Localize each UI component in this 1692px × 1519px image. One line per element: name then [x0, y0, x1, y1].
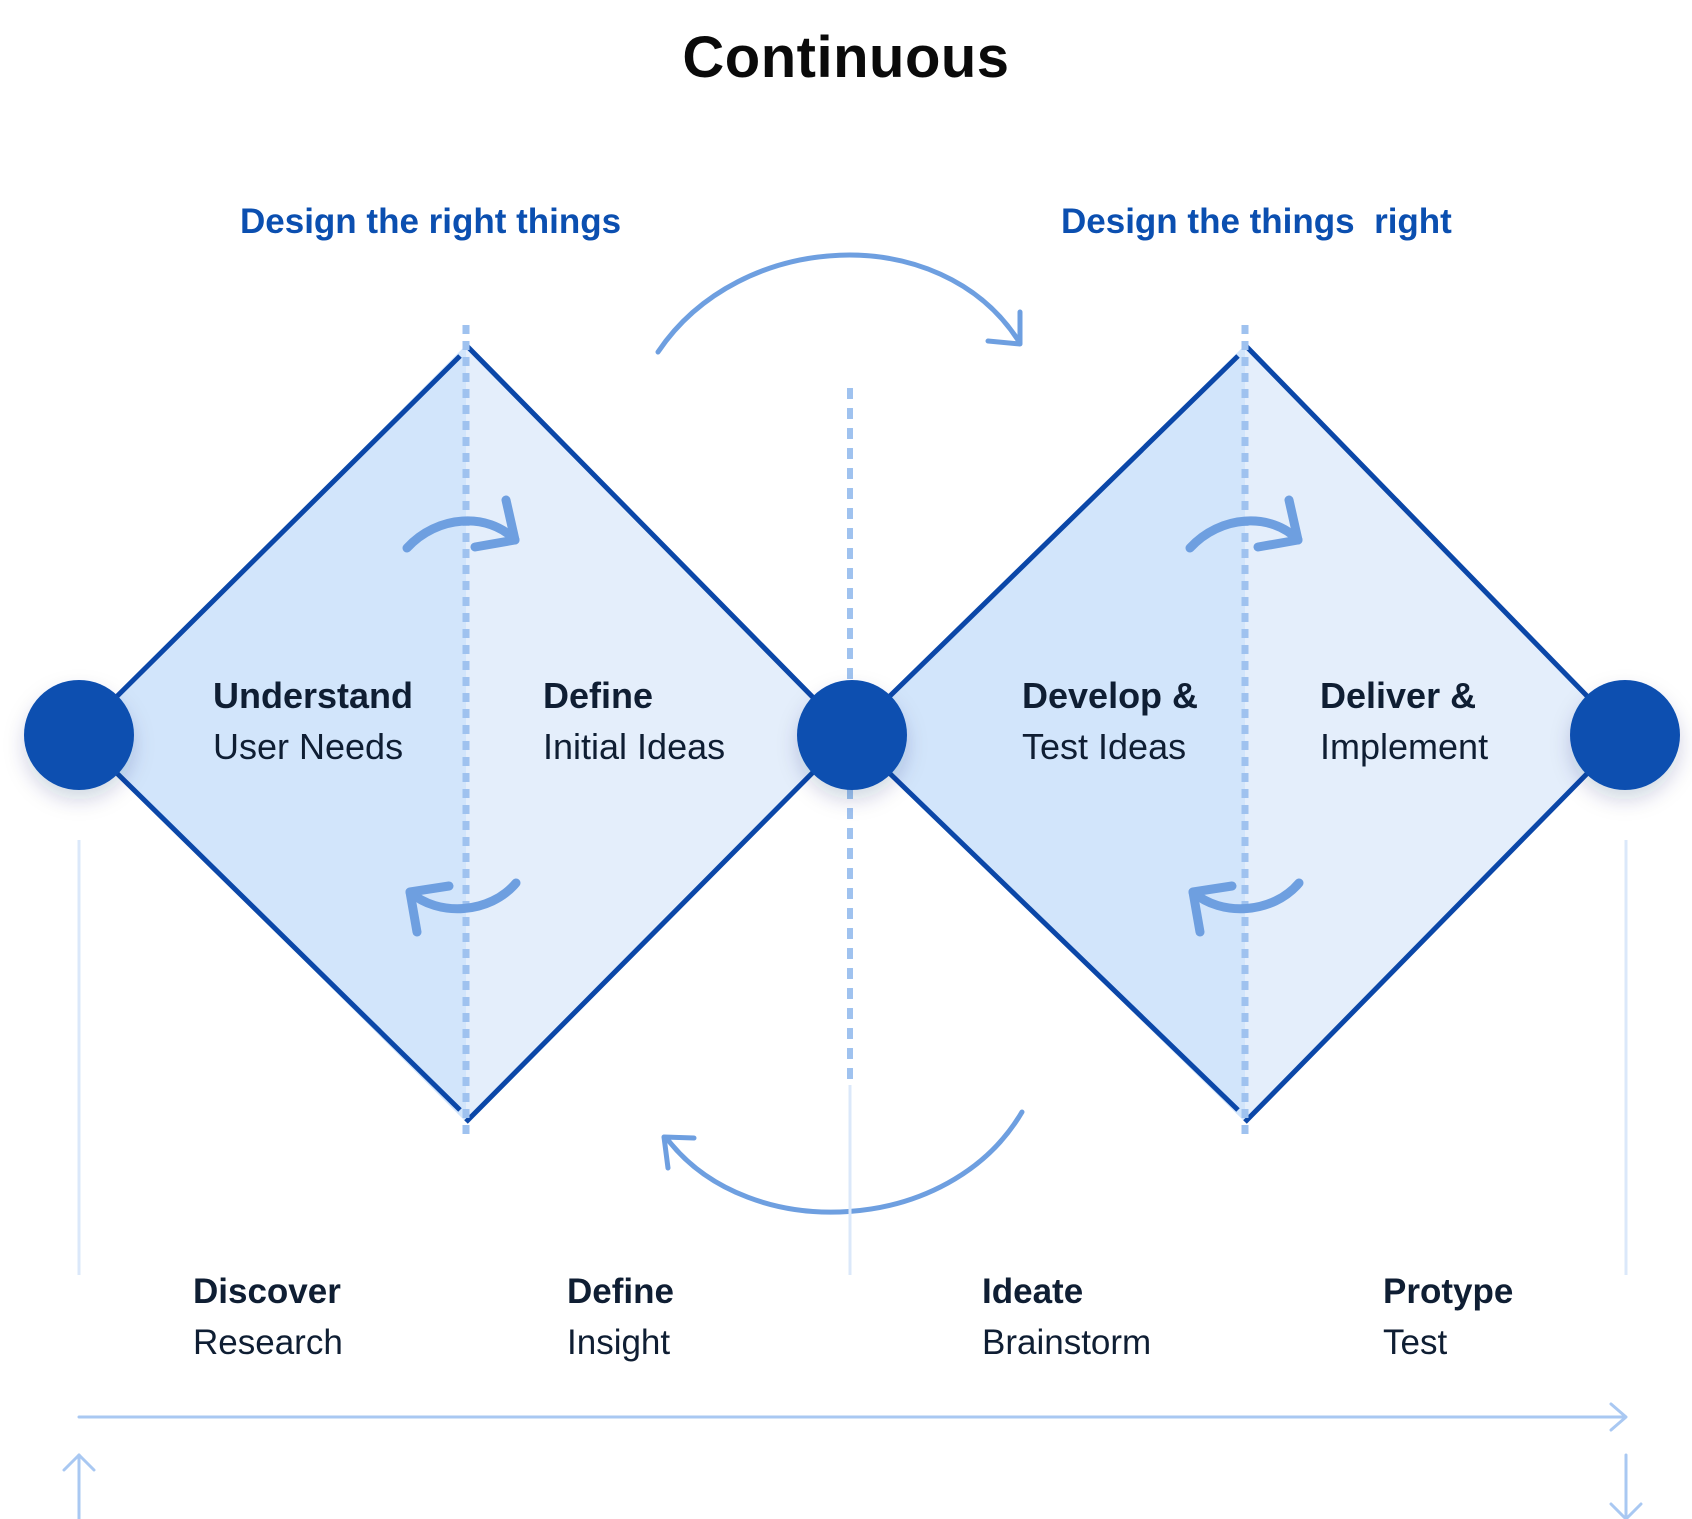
phase-understand-line1: Understand [213, 675, 414, 716]
bottom-loop-arrow-icon [665, 1109, 1025, 1215]
stage-discover-name: Discover [193, 1272, 341, 1311]
nodes [24, 680, 1680, 790]
vertical-guides [77, 840, 1628, 1275]
stage-ideate-name: Ideate [982, 1272, 1084, 1311]
phase-develop-line2: Test Ideas [1022, 726, 1187, 767]
right-bottom-cycle-arrow-icon [1188, 878, 1304, 914]
left-top-cycle-arrow-icon [402, 516, 520, 553]
stage-protype-activity: Test [1383, 1323, 1448, 1362]
stage-discover: Discover Research [193, 1266, 343, 1368]
phase-develop: Develop & Test Ideas [1022, 670, 1198, 772]
phase-understand: Understand User Needs [213, 670, 413, 772]
middle-node [797, 680, 907, 790]
left-bottom-cycle-arrow-icon [405, 878, 521, 914]
right-diamond-half-develop [850, 345, 1245, 1122]
phase-define-line2: Initial Ideas [543, 726, 726, 767]
top-loop-arrow-icon [655, 252, 1021, 355]
right-top-cycle-arrowhead-icon [1253, 495, 1303, 552]
up-arrow-icon [62, 1453, 96, 1472]
phase-define-line1: Define [543, 675, 654, 716]
stage-protype-name: Protype [1383, 1272, 1514, 1311]
phase-understand-line2: User Needs [213, 726, 404, 767]
left-bottom-cycle-arrowhead-icon [405, 881, 454, 937]
left-diamond-half-understand [78, 345, 466, 1122]
phase-deliver: Deliver & Implement [1320, 670, 1488, 772]
stage-discover-activity: Research [193, 1323, 343, 1362]
right-diamond-half-deliver [1245, 345, 1625, 1122]
stage-ideate-activity: Brainstorm [982, 1323, 1152, 1362]
timeline-arrowhead-icon [1609, 1402, 1628, 1432]
cycle-arrows [402, 495, 1304, 937]
phase-develop-line1: Develop & [1022, 675, 1199, 716]
stage-define: Define Insight [567, 1266, 674, 1368]
phase-deliver-line1: Deliver & [1320, 675, 1477, 716]
end-node [1570, 680, 1680, 790]
timeline [62, 1402, 1643, 1519]
right-top-cycle-arrow-icon [1185, 516, 1303, 553]
subtitle-right: Design the things right [1061, 202, 1452, 241]
left-top-cycle-arrowhead-icon [470, 495, 520, 552]
right-diamond [847, 325, 1628, 1135]
right-bottom-cycle-arrowhead-icon [1188, 881, 1237, 937]
left-diamond-half-define [466, 345, 850, 1122]
top-loop-arrowhead-icon [985, 309, 1023, 347]
bottom-loop-arrowhead-icon [661, 1134, 697, 1171]
phase-deliver-line2: Implement [1320, 726, 1489, 767]
diagram-title: Continuous [682, 25, 1010, 90]
phase-define: Define Initial Ideas [543, 670, 725, 772]
stage-ideate: Ideate Brainstorm [982, 1266, 1151, 1368]
subtitle-left: Design the right things [240, 202, 622, 241]
left-diamond [75, 325, 853, 1135]
stage-define-name: Define [567, 1272, 674, 1311]
stage-define-activity: Insight [567, 1323, 671, 1362]
down-arrow-icon [1609, 1502, 1643, 1519]
stage-protype: Protype Test [1383, 1266, 1513, 1368]
start-node [24, 680, 134, 790]
